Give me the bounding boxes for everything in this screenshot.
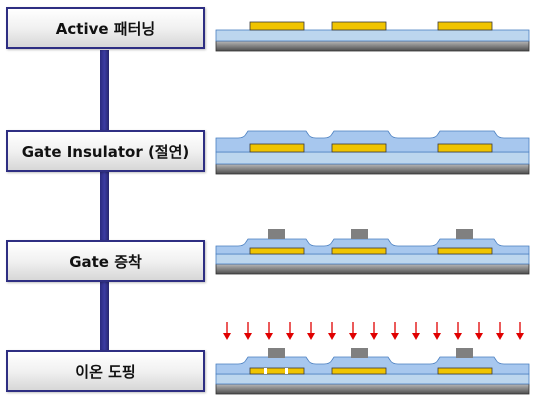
active-layer: [437, 247, 493, 255]
substrate: [215, 40, 530, 52]
down-arrow-icon: [223, 322, 231, 340]
active-layer: [249, 143, 305, 153]
cross-section-active-patterning: [215, 21, 530, 52]
active-layer: [331, 21, 387, 31]
down-arrow-icon: [265, 322, 273, 340]
cross-section-ion-doping: [215, 348, 530, 395]
active-layer: [437, 367, 493, 375]
gate-electrode: [456, 348, 473, 358]
active-layer: [331, 367, 387, 375]
step-active-patterning: Active 패터닝: [6, 7, 205, 49]
active-layer: [331, 247, 387, 255]
down-arrow-icon: [349, 322, 357, 340]
ion-doping-arrows: [223, 322, 524, 340]
cross-section-gate-deposition: [215, 229, 530, 275]
substrate: [215, 163, 530, 175]
active-layer: [249, 367, 305, 375]
gate-electrode: [268, 348, 285, 358]
active-layer: [249, 247, 305, 255]
substrate: [215, 383, 530, 395]
active-layer: [437, 143, 493, 153]
down-arrow-icon: [412, 322, 420, 340]
down-arrow-icon: [496, 322, 504, 340]
substrate: [215, 263, 530, 275]
down-arrow-icon: [433, 322, 441, 340]
step-label: Gate Insulator (절연): [21, 142, 190, 161]
down-arrow-icon: [516, 322, 524, 340]
active-layer: [331, 143, 387, 153]
cross-section-gate-insulator: [215, 130, 530, 175]
active-layer: [249, 21, 305, 31]
step-label: Active 패터닝: [55, 19, 156, 38]
process-flow-connector: [100, 50, 109, 350]
gate-electrode: [268, 229, 285, 239]
buffer-layer: [215, 253, 530, 265]
down-arrow-icon: [475, 322, 483, 340]
gate-electrode: [456, 229, 473, 239]
down-arrow-icon: [391, 322, 399, 340]
step-ion-doping: 이온 도핑: [6, 350, 205, 392]
buffer-layer: [215, 373, 530, 385]
down-arrow-icon: [244, 322, 252, 340]
active-layer: [437, 21, 493, 31]
down-arrow-icon: [286, 322, 294, 340]
step-gate-insulator: Gate Insulator (절연): [6, 130, 205, 172]
down-arrow-icon: [370, 322, 378, 340]
buffer-layer: [215, 151, 530, 165]
buffer-layer: [215, 29, 530, 42]
channel-region: [285, 368, 288, 374]
down-arrow-icon: [328, 322, 336, 340]
gate-electrode: [351, 229, 368, 239]
gate-electrode: [351, 348, 368, 358]
down-arrow-icon: [454, 322, 462, 340]
step-gate-deposition: Gate 증착: [6, 240, 205, 282]
down-arrow-icon: [307, 322, 315, 340]
step-label: 이온 도핑: [75, 362, 136, 381]
step-label: Gate 증착: [69, 252, 142, 271]
channel-region: [264, 368, 267, 374]
